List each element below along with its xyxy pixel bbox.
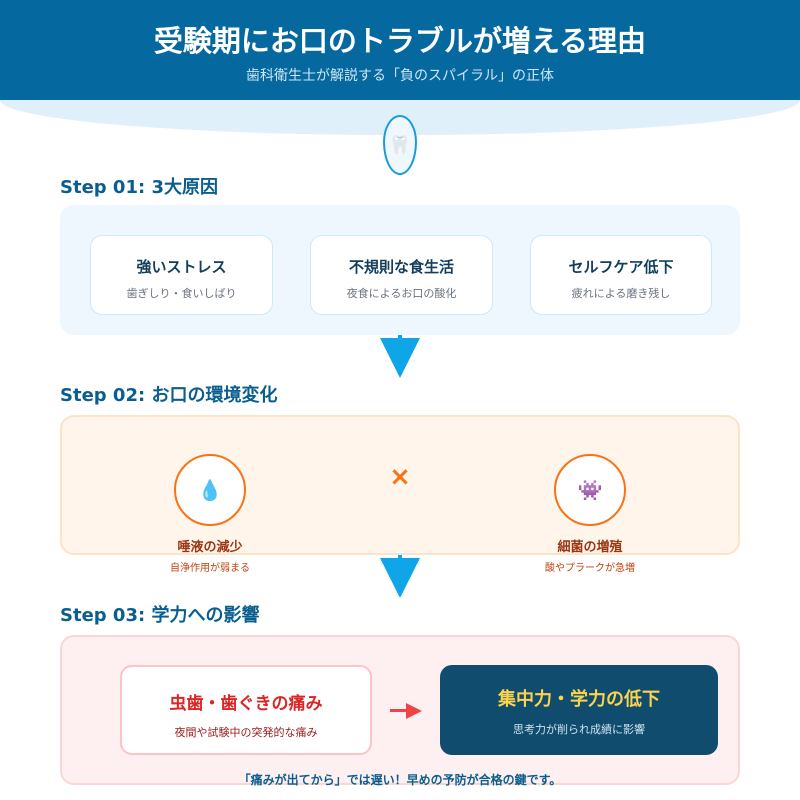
tooth-icon: 🦷 [383, 115, 417, 175]
causes-panel: 強いストレス 歯ぎしり・食いしばり 不規則な食生活 夜食によるお口の酸化 セルフ… [60, 205, 740, 335]
down-arrow-icon [380, 338, 420, 378]
footer-message: 「痛みが出てから」では遅い！早めの予防が合格の鍵です。 [238, 773, 562, 787]
page-title: 受験期にお口のトラブルが増える理由 [153, 24, 647, 58]
page-subtitle: 歯科衛生士が解説する「負のスパイラル」の正体 [246, 68, 554, 84]
cause-card-diet: 不規則な食生活 夜食によるお口の酸化 [310, 235, 493, 315]
step3-title: Step 03: 学力への影響 [60, 605, 260, 626]
right-arrow-icon [390, 703, 422, 719]
cause-title: セルフケア低下 [568, 258, 674, 276]
step2-title: Step 02: お口の環境変化 [60, 385, 278, 406]
step1-title: Step 01: 3大原因 [60, 177, 218, 198]
cause-desc: 歯ぎしり・食いしばり [126, 287, 237, 300]
performance-card: 集中力・学力の低下 思考力が削られ成績に影響 [440, 665, 718, 755]
factor-title-saliva: 唾液の減少 [177, 540, 243, 555]
cause-card-stress: 強いストレス 歯ぎしり・食いしばり [90, 235, 273, 315]
cause-desc: 夜食によるお口の酸化 [346, 287, 457, 300]
cause-title: 不規則な食生活 [348, 258, 454, 276]
pain-title: 虫歯・歯ぐきの痛み [169, 694, 323, 714]
header-banner: 受験期にお口のトラブルが増える理由 歯科衛生士が解説する「負のスパイラル」の正体 [0, 0, 800, 100]
water-drop-icon: 💧 [174, 454, 246, 526]
cause-title: 強いストレス [136, 258, 227, 276]
pain-desc: 夜間や試験中の突発的な痛み [174, 726, 318, 739]
germ-icon: 👾 [554, 454, 626, 526]
environment-panel [60, 415, 740, 555]
down-arrow-icon [380, 558, 420, 598]
pain-card: 虫歯・歯ぐきの痛み 夜間や試験中の突発的な痛み [120, 665, 372, 755]
factor-title-bacteria: 細菌の増殖 [557, 540, 623, 555]
factor-desc-bacteria: 酸やプラークが急増 [545, 563, 635, 574]
cause-card-selfcare: セルフケア低下 疲れによる磨き残し [530, 235, 712, 315]
performance-title: 集中力・学力の低下 [498, 689, 660, 710]
cause-desc: 疲れによる磨き残し [571, 287, 671, 300]
performance-desc: 思考力が削られ成績に影響 [513, 723, 645, 736]
factor-desc-saliva: 自浄作用が弱まる [170, 563, 250, 574]
multiply-icon: × [389, 462, 411, 492]
